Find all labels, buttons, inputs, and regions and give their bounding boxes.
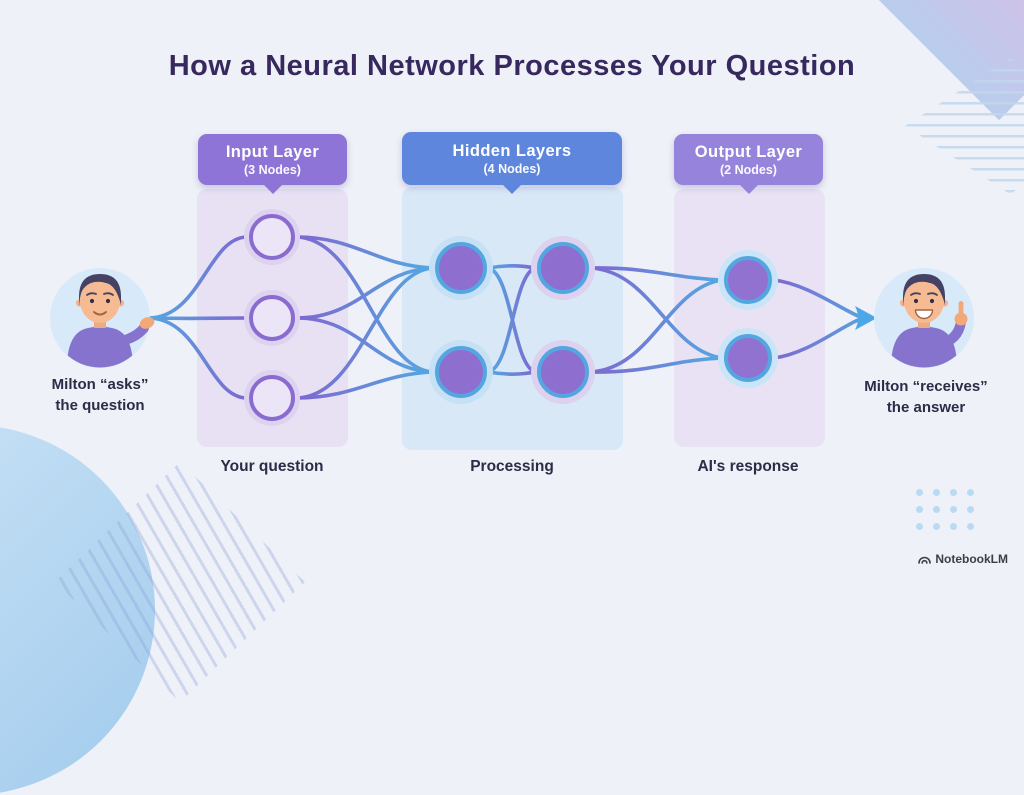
input-layer-caption: Your question (220, 458, 324, 475)
hidden-layer-node-count: (4 Nodes) (483, 161, 541, 176)
hidden-node (429, 340, 493, 404)
input-nodes (244, 209, 300, 426)
input-node (244, 290, 300, 346)
page-title: How a Neural Network Processes Your Ques… (168, 50, 856, 82)
edges-answer (772, 278, 860, 360)
notebooklm-logo-icon (918, 556, 932, 564)
edges-hidden-hidden (487, 263, 537, 377)
milton-receives-line1: Milton “receives” (864, 378, 988, 395)
output-layer-node-count: (2 Nodes) (720, 162, 777, 177)
edges-question (146, 235, 249, 400)
output-layer-header: Output Layer (2 Nodes) (674, 134, 823, 185)
hidden-node (531, 340, 595, 404)
edges-input-hidden (295, 235, 435, 400)
output-layer-panel (674, 189, 825, 447)
network-diagram (50, 209, 974, 426)
dot-grid (916, 489, 974, 530)
milton-asks-illustration (50, 268, 155, 368)
answer-arrowhead (855, 306, 877, 330)
output-node (718, 250, 778, 310)
output-layer-title: Output Layer (694, 142, 803, 161)
hidden-layer-header: Hidden Layers (4 Nodes) (402, 132, 622, 185)
footer-brand-text: NotebookLM (935, 552, 1008, 566)
hidden-nodes (429, 236, 595, 404)
hidden-node (429, 236, 493, 300)
milton-receives-illustration (874, 268, 974, 368)
output-layer-caption: AI's response (697, 458, 799, 475)
input-layer-header: Input Layer (3 Nodes) (198, 134, 347, 185)
hidden-node (531, 236, 595, 300)
milton-asks-label: Milton “asks” the question (0, 374, 200, 416)
milton-asks-line2: the question (55, 397, 145, 414)
milton-receives-line2: the answer (886, 399, 966, 416)
milton-asks-line1: Milton “asks” (51, 376, 149, 393)
input-layer-node-count: (3 Nodes) (244, 162, 301, 177)
input-node (244, 209, 300, 265)
footer-brand: NotebookLM (917, 552, 1008, 566)
output-node (718, 328, 778, 388)
hidden-layer-title: Hidden Layers (452, 141, 572, 160)
edges-hidden-output (589, 266, 724, 374)
milton-receives-label: Milton “receives” the answer (826, 376, 1024, 418)
hidden-layer-caption: Processing (470, 458, 554, 475)
output-nodes (718, 250, 778, 388)
input-layer-title: Input Layer (225, 142, 320, 161)
input-node (244, 370, 300, 426)
